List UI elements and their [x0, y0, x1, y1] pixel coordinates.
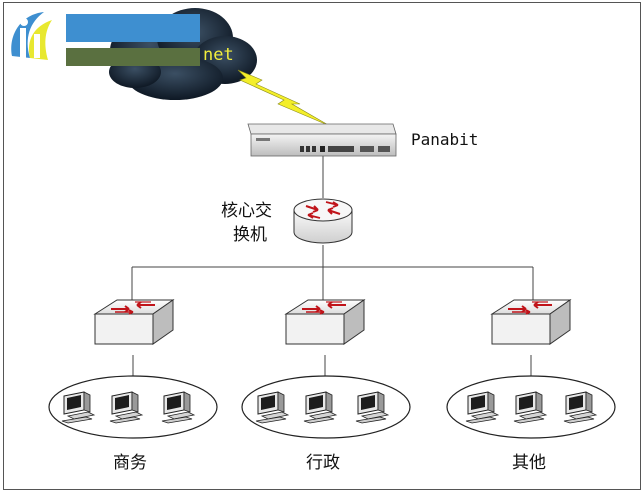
diagram-border: [3, 2, 641, 490]
switch-icon-middle: [285, 299, 365, 345]
switch-icon-right: [491, 299, 571, 345]
router-icon: [293, 198, 353, 244]
dept-label-right: 其他: [512, 453, 546, 473]
dept-label-left: 商务: [113, 453, 147, 473]
site-logo: [5, 10, 200, 68]
lightning-icon: [237, 69, 331, 127]
switch-icon-left: [94, 299, 174, 345]
dept-label-middle: 行政: [306, 453, 340, 473]
connection-lines: [131, 155, 534, 380]
gateway-label: Panabit: [411, 130, 478, 149]
core-switch-label-line2: 换机: [233, 225, 267, 245]
server-appliance-icon: [247, 123, 397, 157]
core-switch-label-line1: 核心交: [221, 201, 272, 221]
internet-label: net: [203, 45, 234, 65]
